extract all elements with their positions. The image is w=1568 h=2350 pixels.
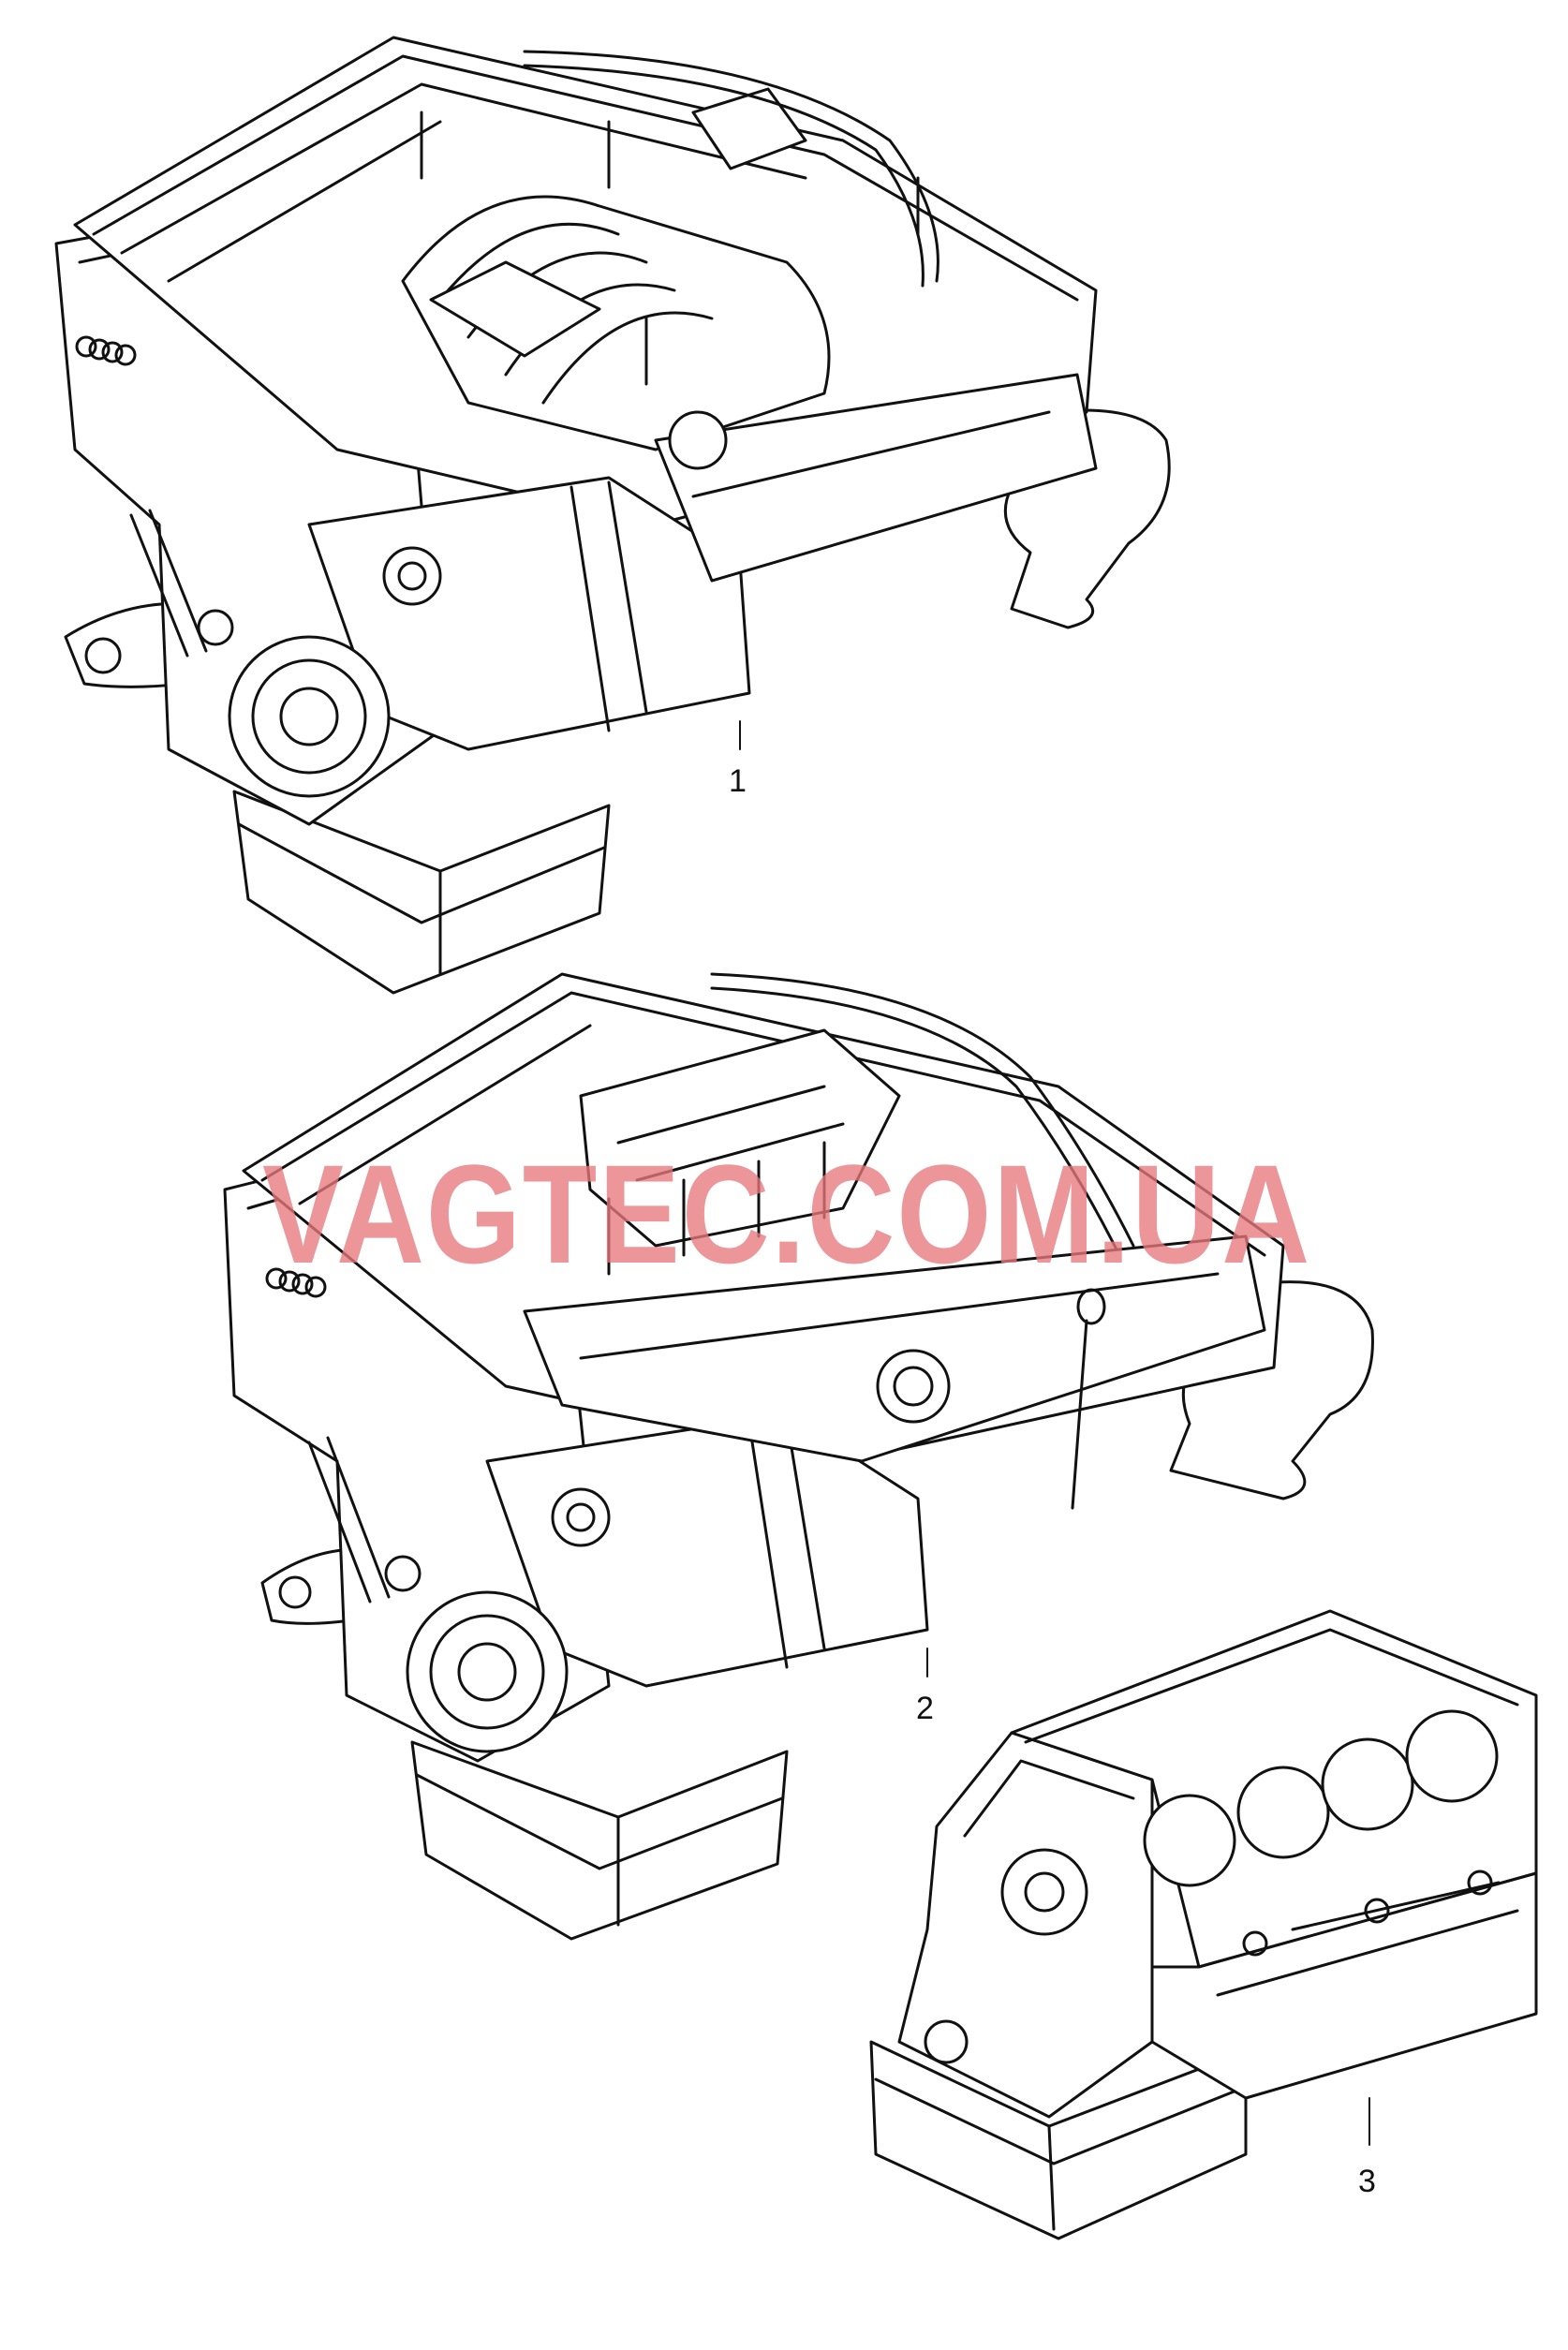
part-number-1: 1 — [729, 763, 747, 799]
short-block-engine-icon: 3 — [869, 1609, 1538, 2240]
complete-engine-with-intake-icon: 1 — [54, 36, 1171, 995]
watermark-text: VAGTEC.COM.UA — [262, 1135, 1311, 1293]
engine-with-timing-covers-icon: 2 — [223, 972, 1374, 1941]
part-number-3: 3 — [1358, 2164, 1376, 2199]
part-number-2: 2 — [916, 1691, 934, 1726]
